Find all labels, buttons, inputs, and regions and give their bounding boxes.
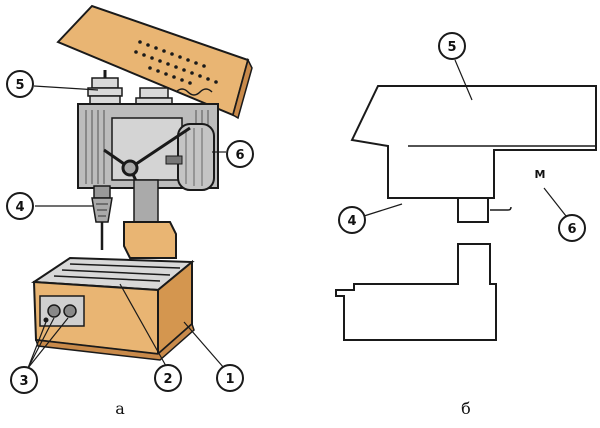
pulley-assembly bbox=[87, 70, 213, 107]
svg-text:4: 4 bbox=[15, 200, 24, 215]
schematic-motor-block bbox=[457, 197, 489, 223]
callout-a-2: 2 bbox=[154, 364, 182, 392]
callout-b-4: 4 bbox=[338, 206, 366, 234]
svg-text:4: 4 bbox=[347, 214, 356, 229]
base-body bbox=[30, 256, 195, 361]
leader-lines-b bbox=[363, 59, 567, 217]
chuck-and-drill-bit bbox=[91, 185, 113, 250]
belt-guard-lid bbox=[56, 4, 253, 120]
svg-text:1: 1 bbox=[225, 372, 234, 387]
callout-a-3: 3 bbox=[10, 366, 38, 394]
figure-a-label: а bbox=[115, 399, 125, 418]
schematic-outline: М 5 4 6 б bbox=[335, 32, 597, 418]
motor-label: М bbox=[535, 168, 546, 181]
leader-lines-a bbox=[27, 85, 226, 369]
svg-text:2: 2 bbox=[163, 372, 172, 387]
figure-b-label: б bbox=[461, 399, 471, 418]
svg-text:3: 3 bbox=[19, 374, 28, 389]
callout-a-6: 6 bbox=[226, 140, 254, 168]
schematic-motor-shaft bbox=[490, 206, 512, 211]
svg-text:6: 6 bbox=[567, 222, 576, 237]
callout-a-1: 1 bbox=[216, 364, 244, 392]
column bbox=[123, 179, 177, 259]
svg-text:6: 6 bbox=[235, 148, 244, 163]
callout-b-6: 6 bbox=[558, 214, 586, 242]
schematic-head bbox=[350, 85, 597, 199]
svg-text:5: 5 bbox=[447, 40, 456, 55]
schematic-base bbox=[335, 243, 497, 341]
callout-a-4: 4 bbox=[6, 192, 34, 220]
motor-cylinder bbox=[165, 123, 215, 191]
callout-b-5: 5 bbox=[438, 32, 466, 60]
drill-press-illustration: 5 6 4 3 2 1 а bbox=[6, 4, 254, 418]
callout-a-5: 5 bbox=[6, 70, 34, 98]
svg-text:5: 5 bbox=[15, 78, 24, 93]
